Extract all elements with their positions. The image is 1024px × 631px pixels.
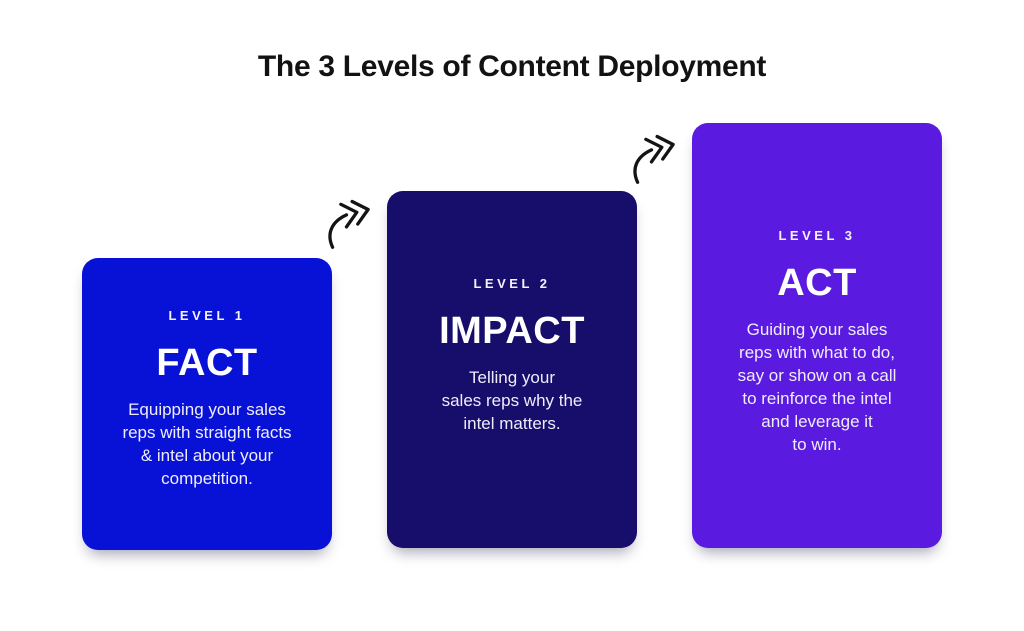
fact-description: Equipping your sales reps with straight … [122, 400, 292, 488]
fact-heading: FACT [156, 342, 258, 384]
act-heading: ACT [777, 262, 857, 304]
curved-arrow-icon-2 [624, 128, 686, 184]
act-description: Guiding your sales reps with what to do,… [737, 320, 897, 454]
card-level-3-act: LEVEL 3 ACT Guiding your sales reps with… [692, 123, 942, 548]
level-1-label: LEVEL 1 [168, 308, 246, 323]
page-title: The 3 Levels of Content Deployment [257, 50, 767, 83]
card-level-1-fact: LEVEL 1 FACT Equipping your sales reps w… [82, 258, 332, 550]
impact-description: Telling your sales reps why the intel ma… [441, 368, 583, 433]
card-level-2-impact: LEVEL 2 IMPACT Telling your sales reps w… [387, 191, 637, 548]
level-3-label: LEVEL 3 [778, 228, 856, 243]
curved-arrow-icon-1 [319, 193, 381, 249]
level-2-label: LEVEL 2 [473, 276, 551, 291]
impact-heading: IMPACT [439, 310, 585, 352]
